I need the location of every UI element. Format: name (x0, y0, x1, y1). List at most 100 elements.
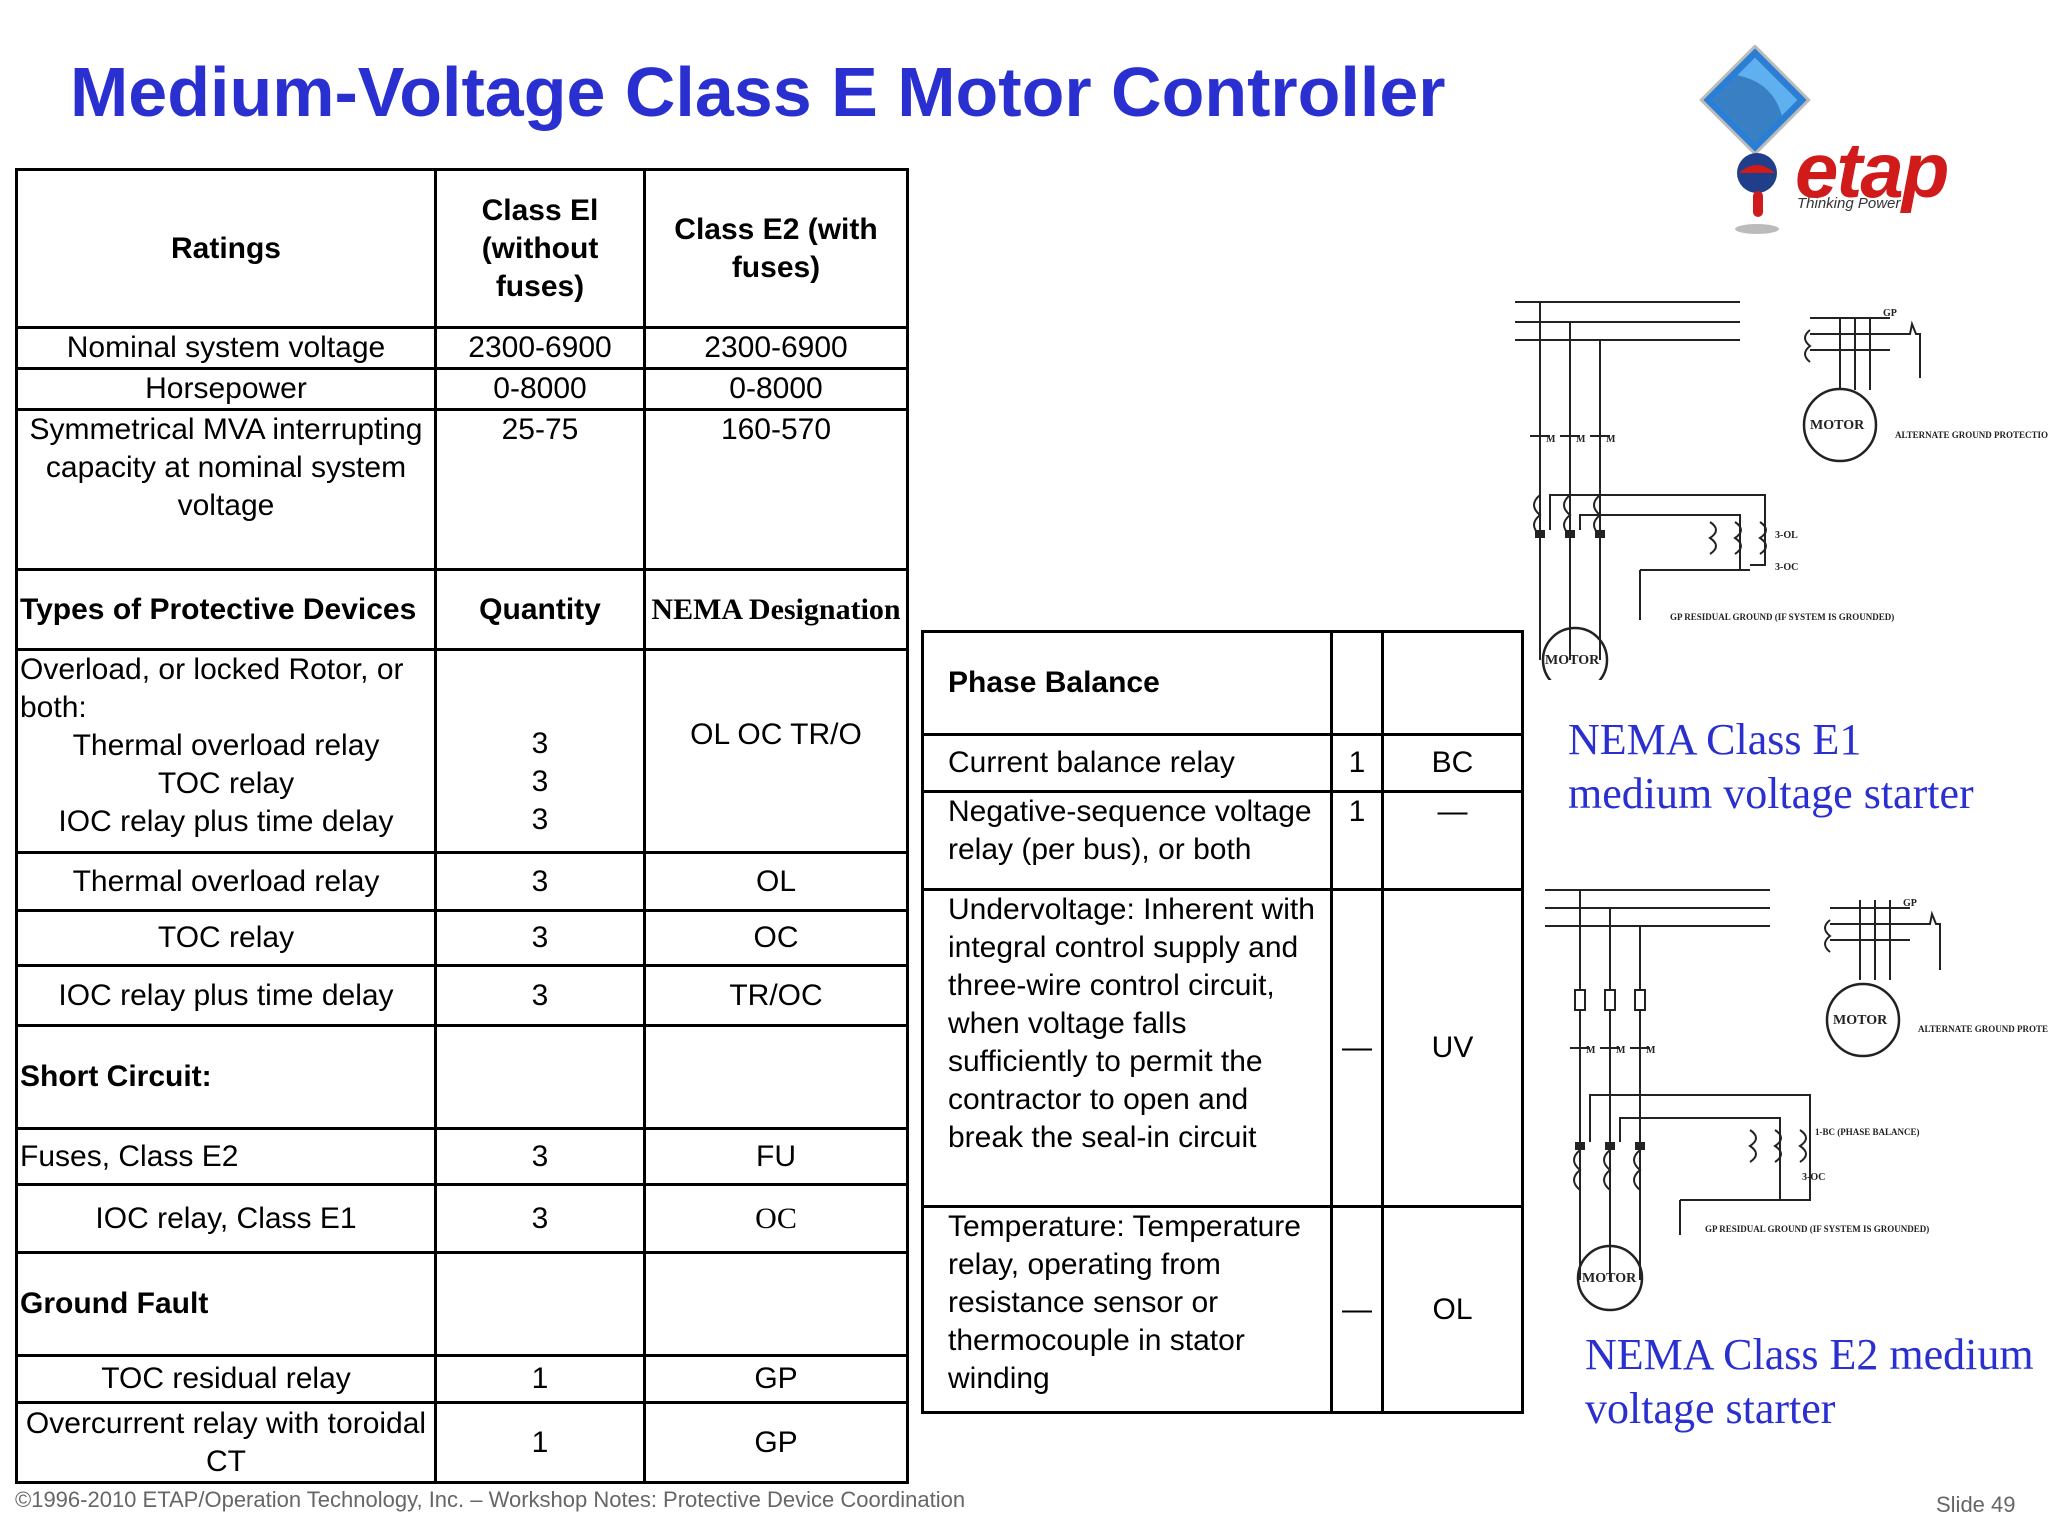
cell (434, 1251, 646, 1357)
oc-label: 3-OC (1802, 1172, 1825, 1183)
header-class-e2: Class E2 (with fuses) (643, 168, 909, 329)
cell: 160-570 (643, 408, 909, 571)
cell: TOC relay (15, 909, 437, 967)
cell: 3 3 3 (434, 648, 646, 854)
cell: TOC residual relay (15, 1354, 437, 1404)
table-row: Short Circuit: (15, 1024, 909, 1130)
list-item: IOC relay plus time delay (58, 805, 394, 838)
cell: GP (643, 1401, 909, 1484)
motor-label: MOTOR (1582, 1271, 1637, 1286)
logo-name: etap (1795, 126, 1949, 214)
contact-label-m: M (1606, 434, 1616, 445)
contact-label-m: M (1646, 1045, 1656, 1056)
etap-logo: etap Thinking Power (1695, 44, 1995, 245)
list-item: TOC relay (157, 767, 295, 800)
quantity-value: 3 (531, 727, 549, 760)
cell: 1 (434, 1354, 646, 1404)
bc-label: 1-BC (PHASE BALANCE) (1815, 1127, 1920, 1137)
caption-line: NEMA Class E2 medium (1585, 1330, 2034, 1379)
cell: Current balance relay (921, 733, 1333, 793)
cell: 3 (434, 1127, 646, 1186)
cell (643, 1024, 909, 1130)
phase-balance-heading: Phase Balance (921, 630, 1333, 736)
cell: Horsepower (15, 367, 437, 411)
cell: IOC relay, Class E1 (15, 1183, 437, 1254)
motor-label: MOTOR (1810, 418, 1865, 433)
table-row: Current balance relay 1 BC (921, 733, 1524, 793)
cell: Nominal system voltage (15, 326, 437, 370)
table-row: Overload, or locked Rotor, or both: Ther… (15, 648, 909, 854)
cell: 0-8000 (643, 367, 909, 411)
table-row: Fuses, Class E2 3 FU (15, 1127, 909, 1186)
cell: IOC relay plus time delay (15, 964, 437, 1027)
cell (1381, 630, 1524, 736)
header-class-e1: Class El (without fuses) (434, 168, 646, 329)
caption-line: NEMA Class E1 (1568, 715, 1862, 764)
cell: UV (1381, 888, 1524, 1208)
cell (643, 1251, 909, 1357)
contact-label-m: M (1616, 1045, 1626, 1056)
header-device-types: Types of Protective Devices (15, 568, 437, 651)
cell: Temperature: Temperature relay, operatin… (921, 1205, 1333, 1414)
cell: Fuses, Class E2 (15, 1127, 437, 1186)
cell: Symmetrical MVA interrupting capacity at… (15, 408, 437, 571)
oc-label: 3-OC (1775, 562, 1798, 573)
cell: 0-8000 (434, 367, 646, 411)
cell: 3 (434, 909, 646, 967)
ol-label: 3-OL (1775, 530, 1798, 541)
cell (434, 1024, 646, 1130)
cell: 25-75 (434, 408, 646, 571)
cell: Thermal overload relay (15, 851, 437, 912)
logo-tagline: Thinking Power (1797, 195, 1901, 212)
gp-label: GP (1903, 898, 1917, 909)
list-item: Thermal overload relay (72, 729, 380, 762)
phase-balance-table: Phase Balance Current balance relay 1 BC… (921, 630, 1524, 1414)
table-row: Ground Fault (15, 1251, 909, 1357)
ratings-table: Ratings Class El (without fuses) Class E… (15, 168, 909, 1484)
cell: — (1381, 790, 1524, 891)
cell: OL (643, 851, 909, 912)
residual-ground-label: GP RESIDUAL GROUND (IF SYSTEM IS GROUNDE… (1705, 1224, 1929, 1234)
cell: 2300-6900 (434, 326, 646, 370)
cell: OL OC TR/O (643, 648, 909, 854)
cell: TR/OC (643, 964, 909, 1027)
caption-line: medium voltage starter (1568, 769, 1974, 818)
quantity-value: 3 (531, 765, 549, 798)
cell: — (1330, 888, 1384, 1208)
table-row: TOC residual relay 1 GP (15, 1354, 909, 1404)
cell: Overcurrent relay with toroidal CT (15, 1401, 437, 1484)
table-row: Undervoltage: Inherent with integral con… (921, 888, 1524, 1208)
cell: — (1330, 1205, 1384, 1414)
cell: Undervoltage: Inherent with integral con… (921, 888, 1333, 1208)
cell: Overload, or locked Rotor, or both: Ther… (15, 648, 437, 854)
nema-e2-starter-diagram: M M M MOTOR 1-BC (PHASE BALANCE) 3-OC GP… (1545, 889, 2048, 1312)
cell: GP (643, 1354, 909, 1404)
cell: 3 (434, 851, 646, 912)
cell: 1 (1330, 733, 1384, 793)
table-row: Nominal system voltage 2300-6900 2300-69… (15, 326, 909, 370)
cell: 1 (1330, 790, 1384, 891)
residual-ground-label: GP RESIDUAL GROUND (IF SYSTEM IS GROUNDE… (1670, 612, 1894, 622)
slide-number: Slide 49 (1936, 1492, 2016, 1517)
motor-label: MOTOR (1545, 653, 1600, 668)
table-row: Negative-sequence voltage relay (per bus… (921, 790, 1524, 891)
cell: 2300-6900 (643, 326, 909, 370)
header-ratings: Ratings (15, 168, 437, 329)
table-row: IOC relay plus time delay 3 TR/OC (15, 964, 909, 1027)
contact-label-m: M (1586, 1045, 1596, 1056)
nema-e1-caption: NEMA Class E1 medium voltage starter (1568, 713, 1974, 821)
table-row: TOC relay 3 OC (15, 909, 909, 967)
gp-label: GP (1883, 308, 1897, 319)
logo-globe-icon (1699, 44, 1811, 234)
caption-line: voltage starter (1585, 1384, 1836, 1433)
table-header-row: Types of Protective Devices Quantity NEM… (15, 568, 909, 651)
table-row: Overcurrent relay with toroidal CT 1 GP (15, 1401, 909, 1484)
cell: Negative-sequence voltage relay (per bus… (921, 790, 1333, 891)
motor-label: MOTOR (1833, 1013, 1888, 1028)
slide-title: Medium-Voltage Class E Motor Controller (70, 53, 1446, 131)
table-header-row: Phase Balance (921, 630, 1524, 736)
cell: OC (643, 1183, 909, 1254)
table-row: Thermal overload relay 3 OL (15, 851, 909, 912)
